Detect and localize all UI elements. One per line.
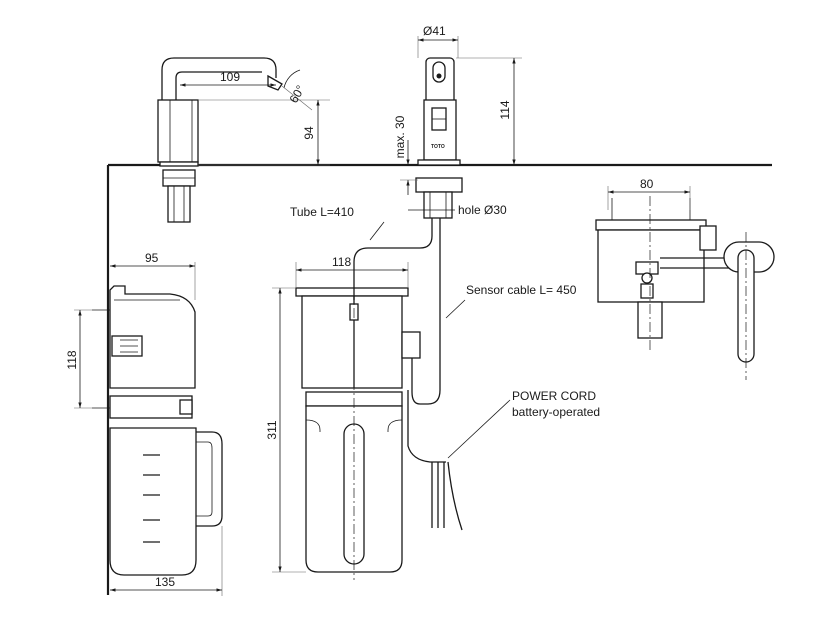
brand-mark: TOTO [431,144,445,150]
sensor-unit: TOTO [415,57,463,219]
sensor-height-label: 114 [498,100,512,119]
detail-width-label: 80 [640,177,654,191]
side-unit [92,285,223,576]
detail-dimensions: 80 [607,177,691,210]
spout-reach-label: 109 [220,70,240,84]
total-height-label: 311 [265,420,279,439]
spout-faucet [157,57,283,223]
spout-height-label: 94 [302,126,316,140]
deck-thickness-label: max. 30 [393,115,407,158]
side-unit-dimensions: 95 118 135 [65,251,223,596]
sensor-dimensions: Ø41 114 max. 30 hole Ø30 [393,24,522,217]
hole-label: hole Ø30 [458,203,507,217]
bottle-width-label: 135 [155,575,175,589]
sensor-diameter-label: Ø41 [423,24,446,38]
sensor-cable-label: Sensor cable L= 450 [466,283,577,297]
box-width-label: 118 [332,255,351,269]
side-unit-depth-label: 95 [145,251,159,265]
detail-view [595,196,775,380]
spout-angle-label: 60° [286,83,307,106]
tube-label: Tube L=410 [290,205,354,219]
side-unit-height-label: 118 [65,350,79,369]
power-cord-note: battery-operated [512,405,600,419]
front-unit-dimensions: 118 311 [265,255,409,573]
tubes-and-cables: Tube L=410 Sensor cable L= 450 POWER COR… [290,205,600,531]
spout-dimensions: 109 94 60° [180,69,330,166]
power-cord-label: POWER CORD [512,389,596,403]
front-unit [295,287,421,580]
